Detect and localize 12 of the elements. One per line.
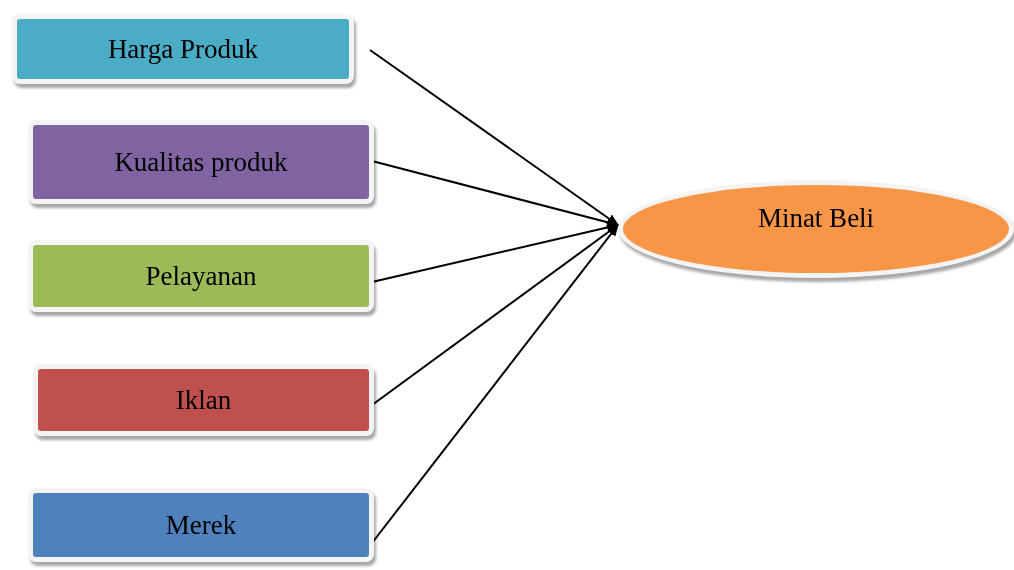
arrow [369,49,619,226]
node-label: Pelayanan [145,260,257,292]
rounded-box [28,488,374,562]
rounded-box [12,14,354,84]
rounded-box [28,120,374,204]
node-label: Kualitas produk [114,146,288,178]
node-label: Harga Produk [107,33,259,65]
node-label: Minat Beli [757,203,875,234]
node-label: Merek [165,509,237,541]
rounded-box [28,240,374,312]
node-label: Iklan [175,384,232,416]
rounded-box [33,364,374,436]
